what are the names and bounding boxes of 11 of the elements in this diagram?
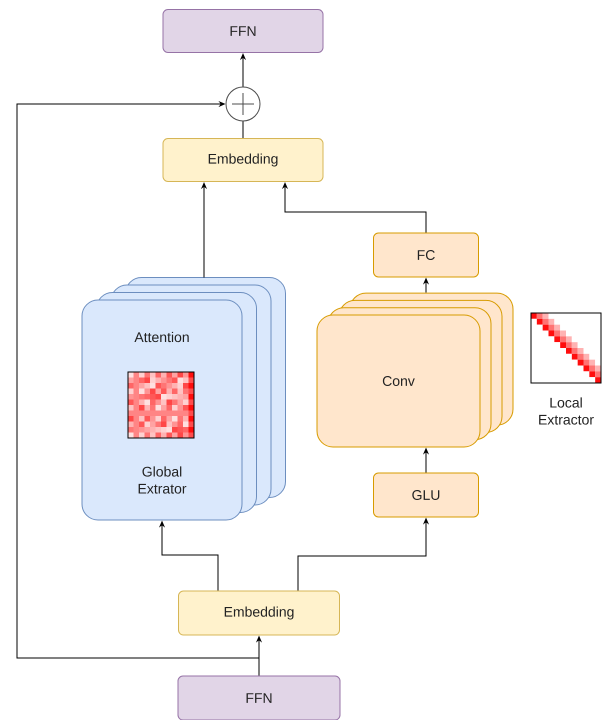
conv-stack: Conv xyxy=(316,292,514,448)
ffn-box: FFN xyxy=(178,676,340,720)
picture-caption: Local Extractor xyxy=(539,397,594,425)
glu-box: GLU xyxy=(373,472,479,518)
attention-stack: Attention Global Extrator xyxy=(82,277,286,520)
adder-circle xyxy=(226,86,260,122)
ffn-box: FFN xyxy=(162,9,324,53)
arrow xyxy=(16,100,260,676)
fc-box: FC xyxy=(373,232,479,278)
embedding-box: Embedding xyxy=(162,138,324,182)
embedding-box: Embedding xyxy=(178,590,340,636)
